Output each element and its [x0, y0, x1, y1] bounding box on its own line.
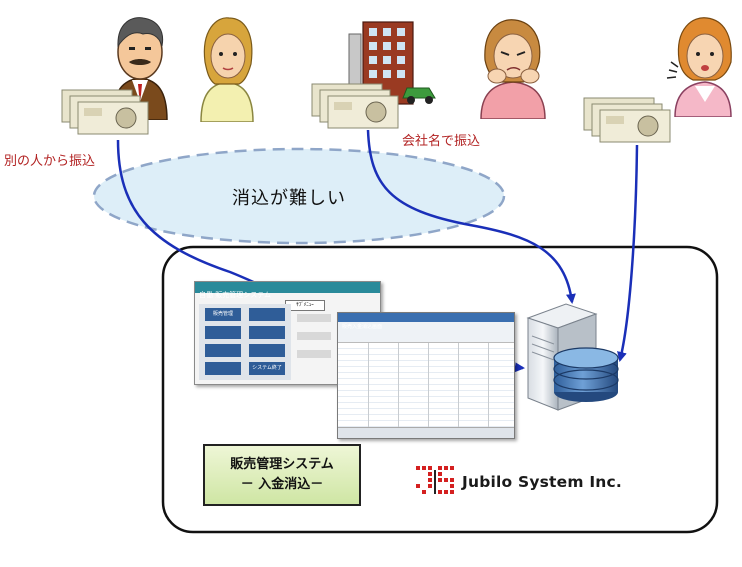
list-window-header: [338, 322, 514, 343]
submenu-item: [297, 332, 331, 340]
banknotes-yen-icon: [311, 83, 399, 129]
company-name: Jubilo System Inc.: [462, 473, 623, 491]
system-name-line2: － 入金消込－: [240, 477, 324, 492]
label-transfer-by-company-name: 会社名で振込: [402, 134, 481, 149]
arrow-customer-to-database: [617, 144, 639, 362]
list-window-title: 販売入金消込画面: [342, 324, 383, 330]
system-name-box: 販売管理システム － 入金消込－: [203, 444, 361, 506]
menu-window-titlebar: 自働 販売管理システム: [195, 282, 380, 299]
menu-button: [249, 308, 285, 321]
menu-button: [249, 344, 285, 357]
menu-button: [205, 326, 241, 339]
menu-window-title: 自働 販売管理システム: [199, 291, 272, 299]
label-transfer-from-other-person: 別の人から振込: [4, 154, 96, 169]
server-database-icon: [526, 303, 619, 411]
difficulty-ellipse: [92, 147, 506, 245]
menu-button: システム終了: [249, 362, 285, 375]
submenu-item: [297, 314, 331, 322]
menu-button: [249, 326, 285, 339]
worried-woman-icon: [480, 19, 546, 119]
man-with-mustache-icon: [112, 17, 168, 120]
list-window-table: [338, 343, 514, 427]
system-frame: [161, 245, 719, 534]
company-logo-mark-icon: [416, 466, 454, 494]
list-window-footer: [338, 427, 514, 438]
list-window-titlebar: 販売入金消込画面: [338, 313, 514, 330]
system-name-line1: 販売管理システム: [230, 457, 334, 472]
menu-button-panel: 販売管理 システム終了: [199, 304, 291, 380]
label-reconciliation-difficult: 消込が難しい: [232, 188, 346, 209]
list-window: 販売入金消込画面: [337, 312, 515, 439]
menu-window-tab: ｻﾌﾞﾒﾆｭｰ: [285, 300, 325, 311]
menu-button: [205, 344, 241, 357]
menu-button: [205, 362, 241, 375]
submenu-item: [297, 350, 331, 358]
office-building-icon: [348, 21, 436, 105]
menu-button: 販売管理: [205, 308, 241, 321]
arrow-company-to-server: [366, 129, 576, 304]
woman-talking-icon: [666, 17, 732, 117]
woman-blonde-icon: [200, 17, 254, 122]
banknotes-yen-icon: [61, 89, 149, 135]
banknotes-yen-icon: [583, 97, 671, 143]
